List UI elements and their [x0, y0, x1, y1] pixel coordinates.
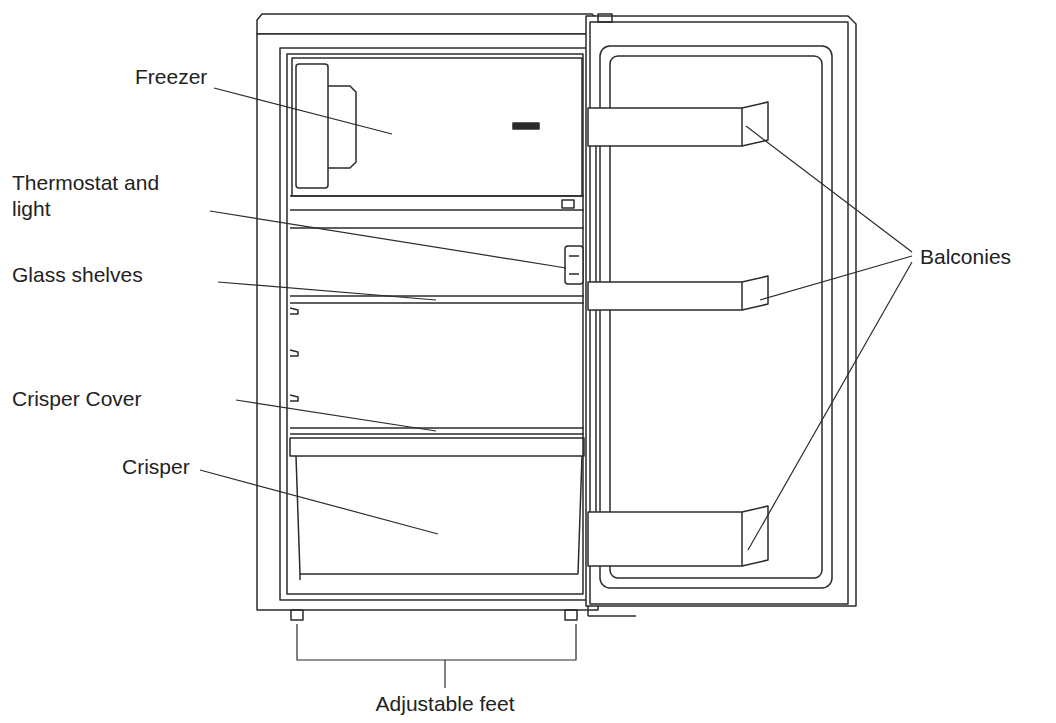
door: [586, 14, 856, 616]
crisper: [290, 428, 584, 580]
cabinet-liner: [287, 54, 583, 594]
adjustable-feet: [291, 610, 577, 620]
leader-lines: [200, 88, 912, 688]
part-label: Balconies: [920, 244, 1011, 270]
cabinet-inner: [280, 48, 588, 600]
part-label: Adjustable feet: [376, 691, 515, 717]
part-label: Crisper: [122, 454, 190, 480]
thermostat-light: [565, 246, 583, 284]
part-label: Glass shelves: [12, 262, 143, 288]
part-label: Thermostat and light: [12, 170, 162, 222]
cabinet: [257, 34, 598, 610]
top-lid: [257, 14, 598, 34]
part-label: Freezer: [135, 64, 207, 90]
freezer: [290, 58, 584, 210]
part-label: Crisper Cover: [12, 386, 142, 412]
glass-shelf: [290, 228, 584, 401]
balconies: [588, 102, 768, 566]
